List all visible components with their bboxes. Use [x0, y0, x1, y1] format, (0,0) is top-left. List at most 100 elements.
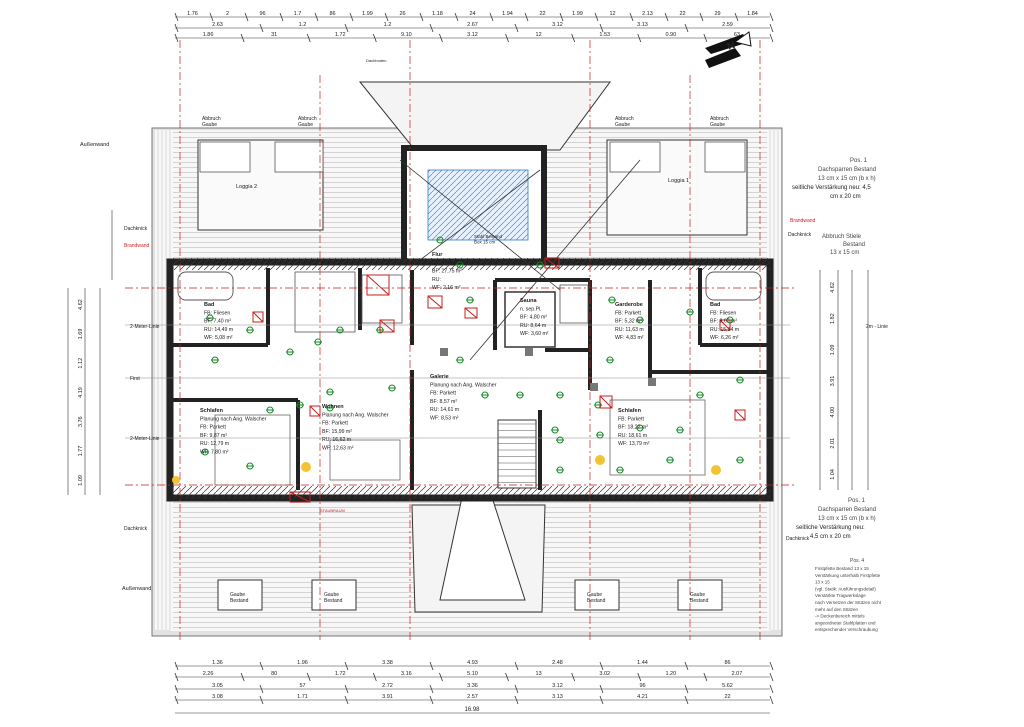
- room-ru: RU: 16,62 m: [322, 437, 351, 443]
- right-dimension-chain: [819, 270, 869, 490]
- pos1-note: Dachsparren Bestand: [818, 507, 876, 513]
- dimension-value: 1.36: [212, 660, 223, 666]
- dimension-value: 24: [469, 11, 475, 17]
- dimension-tick: [429, 695, 434, 705]
- stahl-bestand-label: Stahl Bestand: [474, 234, 503, 239]
- dimension-tick: [244, 12, 249, 22]
- room-ru: RU: 15,34 m: [710, 327, 739, 333]
- dimension-tick: [599, 695, 604, 705]
- room-name: Bad: [204, 302, 214, 308]
- room-ru: RU: 14,49 m: [204, 327, 233, 333]
- room-name: Flur: [432, 252, 443, 258]
- dimension-value: 1.76: [187, 11, 198, 17]
- room-sub: Planung nach Ang. Walscher: [322, 413, 389, 419]
- roof-right-edge: [767, 130, 781, 630]
- dimension-tick: [769, 23, 774, 33]
- dimension-tick: [174, 695, 179, 705]
- dimension-value: 1.84: [747, 11, 758, 17]
- dimension-tick: [174, 12, 179, 22]
- gaube-bestand-label: Bestand: [230, 598, 249, 604]
- dimension-value: 1.2: [299, 22, 307, 28]
- red-annotation-boxes: [252, 257, 746, 503]
- dimension-value: 1.7: [294, 11, 302, 17]
- dimension-value: 2.72: [382, 683, 393, 689]
- pos4-note: angeordneter Stahlplatten und: [815, 620, 876, 625]
- pos4-note: nach Versetzen der Stützen nicht: [815, 600, 882, 605]
- gaube-bestand-label: Bestand: [690, 598, 709, 604]
- dimension-value: 3.08: [212, 694, 223, 700]
- abbruch-gaube-label: Abbruch: [298, 116, 317, 122]
- dimension-tick: [629, 12, 634, 22]
- dimension-tick: [514, 661, 519, 671]
- dimension-tick: [384, 12, 389, 22]
- sofa: [329, 439, 401, 481]
- dimension-value: 1.71: [297, 694, 308, 700]
- room-name: Sauna: [520, 298, 537, 304]
- dimension-tick: [637, 33, 642, 43]
- dimension-tick: [372, 33, 377, 43]
- dimension-tick: [344, 684, 349, 694]
- dimension-value: 2.07: [732, 671, 743, 677]
- room-bf: BF: 9,87 m²: [200, 433, 227, 439]
- room-name: Galerie: [430, 374, 449, 380]
- dimension-value: 1.99: [362, 11, 373, 17]
- dimension-tick: [514, 695, 519, 705]
- top-dimension-chains: [175, 16, 770, 39]
- dimension-value: 31: [271, 32, 277, 38]
- pos1-note: seitliche Verstärkung neu: 4,5: [792, 185, 871, 191]
- dimension-value: 3.38: [382, 660, 393, 666]
- room-bf: BF: 18,22 m²: [618, 425, 648, 431]
- top-dimension-ticks: [174, 12, 774, 43]
- dimension-value: 29: [714, 11, 720, 17]
- dimension-value: 2.26: [203, 671, 214, 677]
- column-posts: [440, 348, 656, 391]
- pos4-note: Verstärkte Tragwerkslage: [815, 593, 866, 598]
- dimension-tick: [684, 684, 689, 694]
- room-bf: BF: 15,99 m²: [322, 429, 352, 435]
- two-meter-line-label: 2-Meter-Linie: [130, 324, 160, 330]
- light-fixtures: [172, 455, 721, 484]
- dimension-value: 3.13: [637, 22, 648, 28]
- dimension-value: 22: [539, 11, 545, 17]
- dimension-tick: [419, 12, 424, 22]
- room-sub: Planung nach Ang. Walscher: [430, 383, 497, 389]
- dimension-tick: [769, 661, 774, 671]
- room-wf: WF: 3,60 m²: [520, 331, 549, 337]
- dimension-tick: [571, 672, 576, 682]
- pos1-note: Dachsparren Bestand: [818, 167, 876, 173]
- dimension-tick: [439, 672, 443, 682]
- dimension-tick: [344, 695, 349, 705]
- pos4-note: -> Deckenbereich mittels: [815, 614, 865, 619]
- room-fb: FB: Parkett: [322, 421, 349, 427]
- dimension-value: 3.16: [401, 671, 412, 677]
- svg-text:N: N: [726, 40, 737, 53]
- dimension-tick: [664, 12, 669, 22]
- pos4-note: Pos. 4: [850, 558, 864, 564]
- dimension-value: 12: [609, 11, 615, 17]
- dimension-tick: [174, 684, 179, 694]
- room-wf: WF: 2,16 m²: [432, 285, 461, 291]
- gaube-bestand-label: Gaube: [587, 592, 602, 598]
- gaube-bestand-label: Bestand: [324, 598, 343, 604]
- bottom-dimension-ticks: [174, 661, 774, 705]
- dimension-tick: [524, 12, 529, 22]
- diagonal-lines: [399, 159, 641, 361]
- room-fb: FB: Fliesen: [710, 311, 736, 317]
- central-roof-trapezoid-top: [358, 81, 611, 151]
- dimension-tick: [769, 695, 774, 705]
- room-bf: BF: 8,57 m²: [430, 399, 457, 405]
- dimension-value: 12: [536, 32, 542, 38]
- dimension-value: 3.12: [467, 32, 478, 38]
- dimension-value: 2.63: [212, 22, 223, 28]
- dimension-tick: [594, 12, 599, 22]
- planter-3: [609, 141, 661, 173]
- dimension-tick: [684, 661, 689, 671]
- dimension-value: 4.93: [467, 660, 478, 666]
- dimension-value: 1.20: [665, 671, 676, 677]
- dimension-tick: [769, 684, 774, 694]
- loggia-label: Loggia 1: [668, 178, 689, 184]
- bathtub-left: [177, 271, 234, 301]
- dimension-tick: [209, 12, 214, 22]
- two-meter-line-label: 2-Meter-Linie: [130, 436, 160, 442]
- dimension-value: 1.18: [432, 11, 443, 17]
